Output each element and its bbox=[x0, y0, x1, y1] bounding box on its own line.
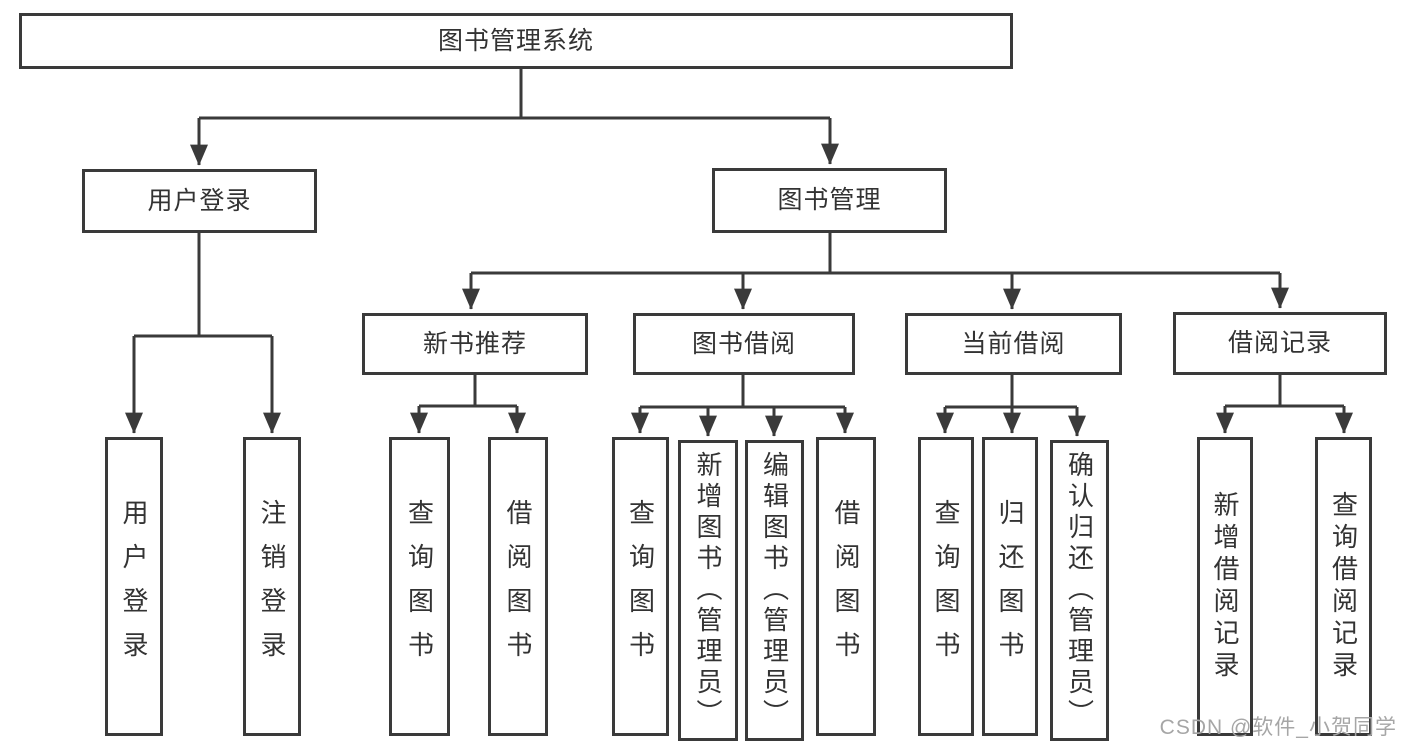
node-new-book-recommend: 新书推荐 bbox=[362, 313, 588, 375]
node-current-borrowing: 当前借阅 bbox=[905, 313, 1122, 375]
node-leaf-logout: 注销登录 bbox=[243, 437, 301, 736]
node-book-management: 图书管理 bbox=[712, 168, 947, 233]
node-leaf-confirm-return-admin: 确认归还（管理员） bbox=[1050, 440, 1109, 741]
node-user-login-group: 用户登录 bbox=[82, 169, 317, 233]
node-leaf-add-borrow-record: 新增借阅记录 bbox=[1197, 437, 1253, 736]
node-leaf-query-borrow-record: 查询借阅记录 bbox=[1315, 437, 1372, 736]
watermark: CSDN @软件_小贺同学 bbox=[1159, 716, 1397, 739]
node-leaf-borrow-books-borrowing: 借阅图书 bbox=[816, 437, 876, 736]
node-borrowing-records: 借阅记录 bbox=[1173, 312, 1387, 375]
node-leaf-query-books-borrowing: 查询图书 bbox=[612, 437, 669, 736]
node-leaf-add-books-admin: 新增图书（管理员） bbox=[678, 440, 738, 741]
node-root: 图书管理系统 bbox=[19, 13, 1013, 69]
node-leaf-query-books-current: 查询图书 bbox=[918, 437, 974, 736]
node-book-borrowing: 图书借阅 bbox=[633, 313, 855, 375]
node-leaf-user-login: 用户登录 bbox=[105, 437, 163, 736]
node-leaf-query-books-recommend: 查询图书 bbox=[389, 437, 450, 736]
node-leaf-borrow-books-recommend: 借阅图书 bbox=[488, 437, 548, 736]
node-leaf-edit-books-admin: 编辑图书（管理员） bbox=[745, 440, 804, 741]
node-leaf-return-books: 归还图书 bbox=[982, 437, 1038, 736]
